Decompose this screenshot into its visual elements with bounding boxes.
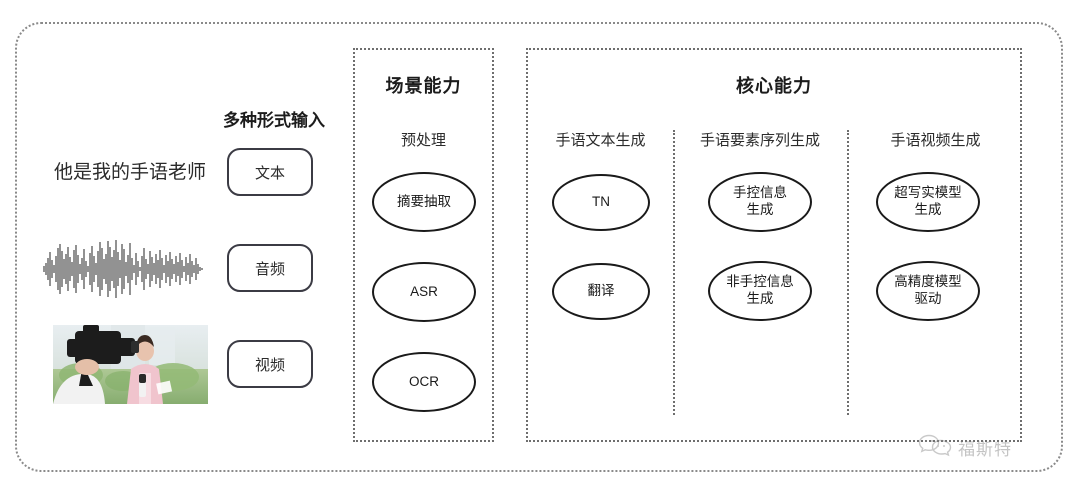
core-node-high-precision-model-driving[interactable]: 高精度模型 驱动 xyxy=(876,261,980,321)
modality-button-audio[interactable]: 音频 xyxy=(227,244,313,292)
core-panel-title: 核心能力 xyxy=(736,76,812,96)
audio-waveform-icon xyxy=(40,238,210,300)
scene-column-heading-preprocess: 预处理 xyxy=(400,132,446,149)
core-column-heading-sign-video-generation: 手语视频生成 xyxy=(890,132,981,149)
scene-node-asr[interactable]: ASR xyxy=(372,262,476,322)
modality-button-video[interactable]: 视频 xyxy=(227,340,313,388)
core-panel-divider-2 xyxy=(847,130,849,415)
modality-button-text[interactable]: 文本 xyxy=(227,148,313,196)
scene-node-ocr[interactable]: OCR xyxy=(372,352,476,412)
watermark: 福斯特 xyxy=(918,432,1012,463)
scene-panel-title: 场景能力 xyxy=(385,76,462,96)
watermark-text: 福斯特 xyxy=(958,440,1012,459)
video-thumbnail-icon xyxy=(53,325,208,404)
core-node-tn[interactable]: TN xyxy=(552,174,650,231)
sample-text-input-example: 他是我的手语老师 xyxy=(53,162,206,183)
wechat-bubbles-icon xyxy=(918,432,952,463)
input-section-heading: 多种形式输入 xyxy=(223,111,325,130)
core-column-heading-sign-element-sequence-generation: 手语要素序列生成 xyxy=(699,132,820,149)
outer-diagram-frame xyxy=(15,22,1063,472)
core-column-heading-sign-text-generation: 手语文本生成 xyxy=(555,132,646,149)
core-node-manual-signal-generation[interactable]: 手控信息 生成 xyxy=(708,172,812,232)
core-panel-divider-1 xyxy=(673,130,675,415)
scene-capability-panel: 场景能力 预处理 摘要抽取 ASR OCR xyxy=(353,48,494,442)
core-node-translation[interactable]: 翻译 xyxy=(552,263,650,320)
core-capability-panel: 核心能力 手语文本生成 TN 翻译 手语要素序列生成 手控信息 生成 非手控信息… xyxy=(526,48,1022,442)
core-node-non-manual-signal-generation[interactable]: 非手控信息 生成 xyxy=(708,261,812,321)
core-node-hyperrealistic-model-generation[interactable]: 超写实模型 生成 xyxy=(876,172,980,232)
scene-node-summary-extraction[interactable]: 摘要抽取 xyxy=(372,172,476,232)
